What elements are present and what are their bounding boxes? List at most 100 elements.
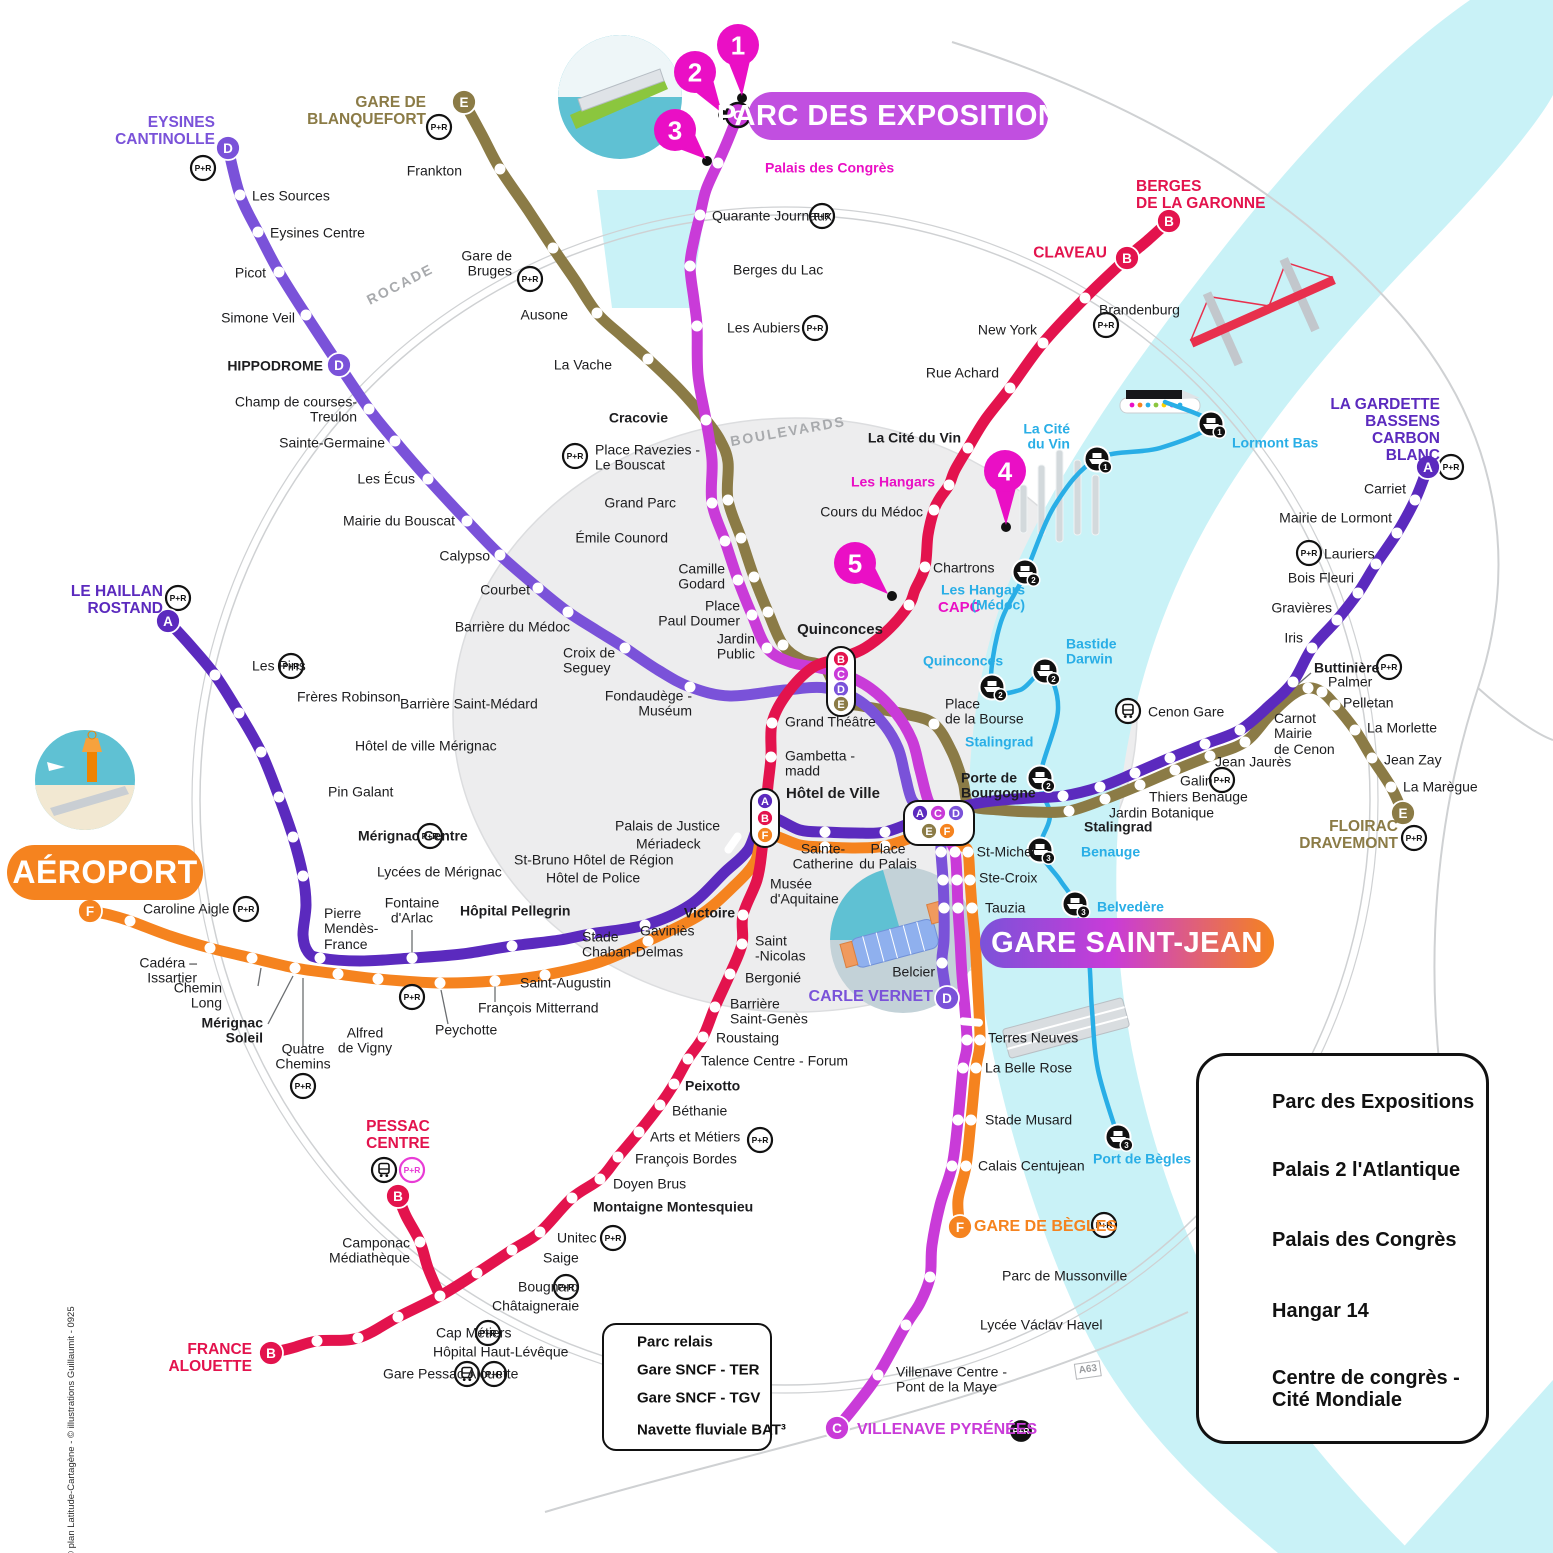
station-dot bbox=[1409, 494, 1421, 506]
station-dot bbox=[642, 353, 654, 365]
station-dot bbox=[1329, 699, 1341, 711]
station-dot bbox=[1370, 558, 1382, 570]
svg-text:A: A bbox=[1423, 460, 1433, 475]
svg-text:E: E bbox=[925, 826, 932, 838]
svg-text:P+R: P+R bbox=[295, 1081, 312, 1091]
station-dot bbox=[633, 1126, 645, 1138]
station-dot bbox=[700, 414, 712, 426]
station-dot bbox=[1134, 779, 1146, 791]
line-E bbox=[458, 96, 1409, 819]
station-dot bbox=[246, 952, 258, 964]
station-dot bbox=[919, 561, 931, 573]
pr-icon: P+R bbox=[1375, 653, 1403, 681]
road-2 bbox=[544, 1311, 1189, 1513]
svg-text:3: 3 bbox=[1124, 1141, 1129, 1150]
parc-expo-illustration bbox=[558, 35, 682, 159]
station-dot bbox=[619, 642, 631, 654]
pr-icon: P+R bbox=[398, 1156, 426, 1184]
line-badge-F: F bbox=[756, 826, 774, 844]
station-dot bbox=[434, 1290, 446, 1302]
svg-text:P+R: P+R bbox=[238, 904, 255, 914]
station-dot bbox=[935, 846, 947, 858]
station-dot bbox=[494, 163, 506, 175]
line-A bbox=[162, 461, 1434, 967]
station-dot bbox=[732, 574, 744, 586]
station-dot bbox=[819, 841, 831, 853]
svg-text:3: 3 bbox=[668, 115, 682, 145]
station-dot bbox=[273, 791, 285, 803]
label-tick bbox=[440, 989, 449, 1025]
svg-text:P+R: P+R bbox=[170, 593, 187, 603]
venue-dot bbox=[737, 93, 747, 103]
svg-text:D: D bbox=[942, 991, 952, 1006]
station-dot bbox=[736, 938, 748, 950]
pillars-illustration bbox=[1019, 449, 1100, 543]
svg-text:2: 2 bbox=[1234, 1156, 1246, 1179]
venue-marker-3: 3 bbox=[654, 109, 706, 159]
svg-text:P+R: P+R bbox=[422, 831, 439, 841]
station-dot bbox=[719, 535, 731, 547]
station-dot bbox=[654, 1099, 666, 1111]
tgv-icon: TGV bbox=[603, 1384, 631, 1412]
svg-text:2: 2 bbox=[1046, 782, 1051, 791]
pr-icon: P+R bbox=[1090, 1211, 1118, 1239]
svg-text:F: F bbox=[86, 904, 94, 919]
line-badge-F: F bbox=[938, 822, 956, 840]
line-badge-C: C bbox=[832, 665, 850, 683]
station-dot bbox=[952, 1114, 964, 1126]
station-dot bbox=[761, 642, 773, 654]
svg-text:P+R: P+R bbox=[1406, 833, 1423, 843]
station-dot bbox=[957, 1062, 969, 1074]
pr-icon: P+R bbox=[164, 584, 192, 612]
station-dot bbox=[694, 209, 706, 221]
station-dot bbox=[777, 639, 789, 651]
station-dot bbox=[434, 977, 446, 989]
station-dot bbox=[389, 435, 401, 447]
station-dot bbox=[1063, 805, 1075, 817]
station-dot bbox=[964, 874, 976, 886]
venue-marker-2: 2 bbox=[674, 51, 722, 113]
venue-dot bbox=[702, 156, 712, 166]
svg-text:P+R: P+R bbox=[609, 1337, 626, 1347]
svg-text:E: E bbox=[1398, 806, 1407, 821]
garonne-river bbox=[968, 0, 1553, 1553]
station-dot bbox=[594, 1173, 606, 1185]
station-dot bbox=[1349, 724, 1361, 736]
station-dot bbox=[1099, 793, 1111, 805]
pr-icon: P+R bbox=[603, 1328, 631, 1356]
svg-text:P+R: P+R bbox=[522, 274, 539, 284]
pr-icon: P+R bbox=[1437, 453, 1465, 481]
station-dot bbox=[539, 969, 551, 981]
station-dot bbox=[962, 442, 974, 454]
legend-venue-pin-3: 3 bbox=[1223, 1219, 1257, 1267]
station-dot bbox=[766, 717, 778, 729]
svg-text:F: F bbox=[956, 1220, 964, 1235]
station-dot bbox=[1239, 736, 1251, 748]
bridge-illustration bbox=[1189, 257, 1336, 367]
svg-text:P+R: P+R bbox=[404, 992, 421, 1002]
svg-text:C: C bbox=[832, 1421, 842, 1436]
station-dot bbox=[234, 189, 246, 201]
line-badge-A: A bbox=[155, 608, 181, 634]
copyright: © plan Latitude-Cartagène - © illustrati… bbox=[66, 1306, 77, 1553]
station-dot bbox=[332, 968, 344, 980]
line-badge-D: D bbox=[934, 985, 960, 1011]
venue-marker-5: 5 bbox=[834, 542, 888, 594]
svg-text:P+R: P+R bbox=[605, 1233, 622, 1243]
line-badge-A: A bbox=[756, 792, 774, 810]
svg-text:TGV: TGV bbox=[609, 1394, 624, 1403]
svg-text:P+R: P+R bbox=[480, 1328, 497, 1338]
station-dot bbox=[233, 707, 245, 719]
pr-icon: P+R bbox=[1208, 766, 1236, 794]
boat-icon: 2 bbox=[1011, 558, 1041, 588]
station-dot bbox=[532, 582, 544, 594]
station-dot bbox=[974, 1034, 986, 1046]
station-dot bbox=[314, 952, 326, 964]
pr-icon: P+R bbox=[1400, 824, 1428, 852]
svg-text:3: 3 bbox=[1081, 908, 1086, 917]
label-tick bbox=[267, 975, 294, 1025]
station-dot bbox=[900, 1319, 912, 1331]
station-dot bbox=[762, 606, 774, 618]
svg-text:1: 1 bbox=[1103, 463, 1108, 472]
